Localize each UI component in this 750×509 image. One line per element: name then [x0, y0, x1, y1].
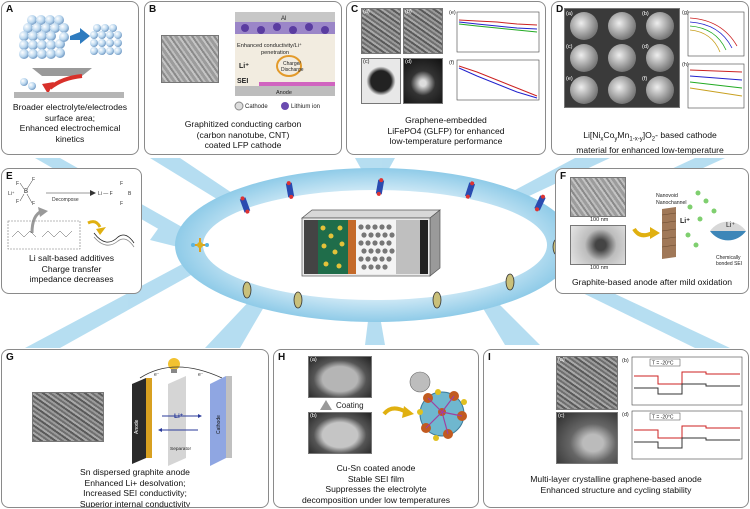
- svg-text:Chemically: Chemically: [716, 255, 741, 261]
- svg-text:Li — F: Li — F: [98, 191, 113, 197]
- panel-label: F: [560, 171, 567, 182]
- svg-text:(g): (g): [682, 10, 689, 16]
- panel-caption: Sn dispersed graphite anode Enhanced Li+…: [79, 467, 191, 508]
- svg-text:F: F: [32, 201, 35, 207]
- cnt-lfp-schematic: Al Enhanced conductivity/Li⁺ penetration…: [234, 12, 335, 111]
- battery-cell-illustration: [301, 209, 441, 277]
- svg-text:(d): (d): [642, 44, 649, 50]
- svg-text:penetration: penetration: [261, 50, 289, 56]
- panel-g: G e⁻ e⁻ Anode Li⁺ Separator Cathode Sn d…: [1, 349, 269, 508]
- svg-text:(f): (f): [642, 76, 647, 82]
- svg-text:Cathode: Cathode: [216, 415, 222, 434]
- panel-d: D (a) (b) (c) (d) (e) (f) (g) (h): [551, 1, 749, 155]
- sem-image-c: [556, 412, 618, 464]
- svg-text:B: B: [128, 191, 132, 197]
- panel-label: I: [488, 352, 491, 363]
- svg-text:(f): (f): [449, 60, 454, 66]
- sem-image-a: [361, 8, 401, 54]
- panel-caption: Multi-layer crystalline graphene-based a…: [530, 474, 702, 495]
- tem-image-d: [403, 58, 443, 104]
- legend-li: Lithium ion: [291, 104, 320, 110]
- panel-a: A Broader electrolyte/electrodes surface…: [1, 1, 139, 155]
- svg-text:Anode: Anode: [134, 419, 140, 434]
- svg-text:B: B: [24, 189, 28, 195]
- tem-image-1: [570, 177, 626, 217]
- panel-label: C: [351, 4, 359, 15]
- cell-schematic: e⁻ e⁻ Anode Li⁺ Separator Cathode: [132, 358, 232, 466]
- panel-label: E: [6, 171, 13, 182]
- svg-text:Coating: Coating: [336, 401, 364, 410]
- panel-label: D: [556, 4, 564, 15]
- panel-b: B Al Enhanced conductivity/Li⁺ penetrati…: [144, 1, 342, 155]
- svg-text:T = -20°C: T = -20°C: [652, 415, 674, 421]
- svg-text:(e): (e): [449, 10, 456, 16]
- svg-text:(a): (a): [566, 11, 573, 17]
- svg-text:e⁻: e⁻: [198, 372, 204, 378]
- svg-text:F: F: [16, 199, 19, 205]
- svg-text:F: F: [32, 177, 35, 183]
- panel-caption: Graphitized conducting carbon (carbon na…: [184, 119, 302, 150]
- panel-f: F 100 nm 100 nm Nanovoid Nanochannel Li⁺…: [555, 168, 749, 294]
- panel-c: C (a) (b) (c) (d) (e) (f) Graphene-embed…: [346, 1, 546, 155]
- svg-text:Nanovoid: Nanovoid: [656, 193, 678, 199]
- panel-caption: Graphite-based anode after mild oxidatio…: [571, 277, 733, 287]
- tem-image-2: [570, 225, 626, 265]
- svg-text:bonded SEI: bonded SEI: [716, 261, 742, 267]
- svg-text:Li⁺: Li⁺: [8, 191, 15, 197]
- panel-label: H: [278, 352, 286, 363]
- panel-label: A: [6, 4, 14, 15]
- svg-text:(h): (h): [682, 62, 689, 68]
- svg-text:(e): (e): [566, 76, 573, 82]
- panel-caption: Li salt-based additives Charge transfer …: [28, 253, 115, 284]
- svg-text:Discharge: Discharge: [281, 67, 304, 73]
- panel-h: H (a) Coating (b) Cu-Sn coated anode Sta…: [273, 349, 479, 508]
- svg-text:Separator: Separator: [170, 446, 191, 452]
- al-label: Al: [281, 16, 286, 22]
- svg-text:(b): (b): [622, 358, 629, 364]
- sem-image-b: [308, 412, 372, 454]
- svg-text:(d): (d): [622, 412, 629, 418]
- svg-text:T = -20°C: T = -20°C: [652, 361, 674, 367]
- panel-caption: Cu-Sn coated anode Stable SEI film Suppr…: [301, 463, 451, 505]
- svg-text:Li⁺: Li⁺: [680, 218, 690, 225]
- svg-text:F: F: [16, 181, 19, 187]
- sei-label: SEI: [237, 78, 248, 85]
- panel-label: G: [6, 352, 14, 363]
- coated-particle-illustration: [382, 371, 467, 441]
- sem-image-a: [556, 356, 618, 410]
- conductivity-label: Enhanced conductivity/Li⁺: [237, 42, 302, 49]
- li-label: Li⁺: [239, 63, 249, 70]
- svg-text:(b): (b): [642, 11, 649, 17]
- sem-image-a: [308, 356, 372, 398]
- porous-structure-illustration: [14, 15, 124, 98]
- particle-spheres: (a) (b) (c) (d) (e) (f): [566, 11, 674, 104]
- coating-arrow: Coating: [320, 400, 364, 410]
- panel-caption: Broader electrolyte/electrodes surface a…: [12, 102, 128, 144]
- svg-text:Li⁺: Li⁺: [726, 222, 735, 229]
- sem-image: [161, 35, 219, 83]
- rate-performance-plots: (b) T = -20°C (d) T = -20°C: [622, 356, 743, 460]
- panel-e: E F F F F B Li⁺ Decompose Li — F F F B L…: [1, 168, 142, 294]
- svg-text:e⁻: e⁻: [154, 372, 160, 378]
- svg-text:Charge/: Charge/: [283, 61, 301, 67]
- li-salt-decomposition: F F F F B Li⁺ Decompose Li — F F F B: [7, 177, 135, 250]
- discharge-plots: (g) (h): [682, 10, 745, 109]
- cycling-plots: (e) (f): [449, 10, 540, 101]
- sem-image-b: [403, 8, 443, 54]
- panel-caption: Graphene-embedded LiFePO4 (GLFP) for enh…: [387, 115, 505, 146]
- panel-label: B: [149, 4, 157, 15]
- svg-text:Nanochannel: Nanochannel: [656, 200, 687, 206]
- oxidized-graphite-schematic: Nanovoid Nanochannel Li⁺ Li⁺ Chemically …: [632, 190, 746, 267]
- tem-image-c: [361, 58, 401, 104]
- panel-i: I (a) (c) (b) T = -20°C (d) T = -20°C Mu…: [483, 349, 749, 508]
- panel-caption: Li[NixCoyMn1-x-y]O2- based cathode mater…: [576, 129, 724, 155]
- svg-text:(c): (c): [566, 44, 573, 50]
- decompose-label: Decompose: [52, 197, 79, 203]
- svg-text:F: F: [120, 181, 123, 187]
- svg-text:F: F: [120, 201, 123, 207]
- anode-label: Anode: [276, 90, 292, 96]
- sem-image: [32, 392, 104, 442]
- legend-cathode: Cathode: [245, 104, 268, 110]
